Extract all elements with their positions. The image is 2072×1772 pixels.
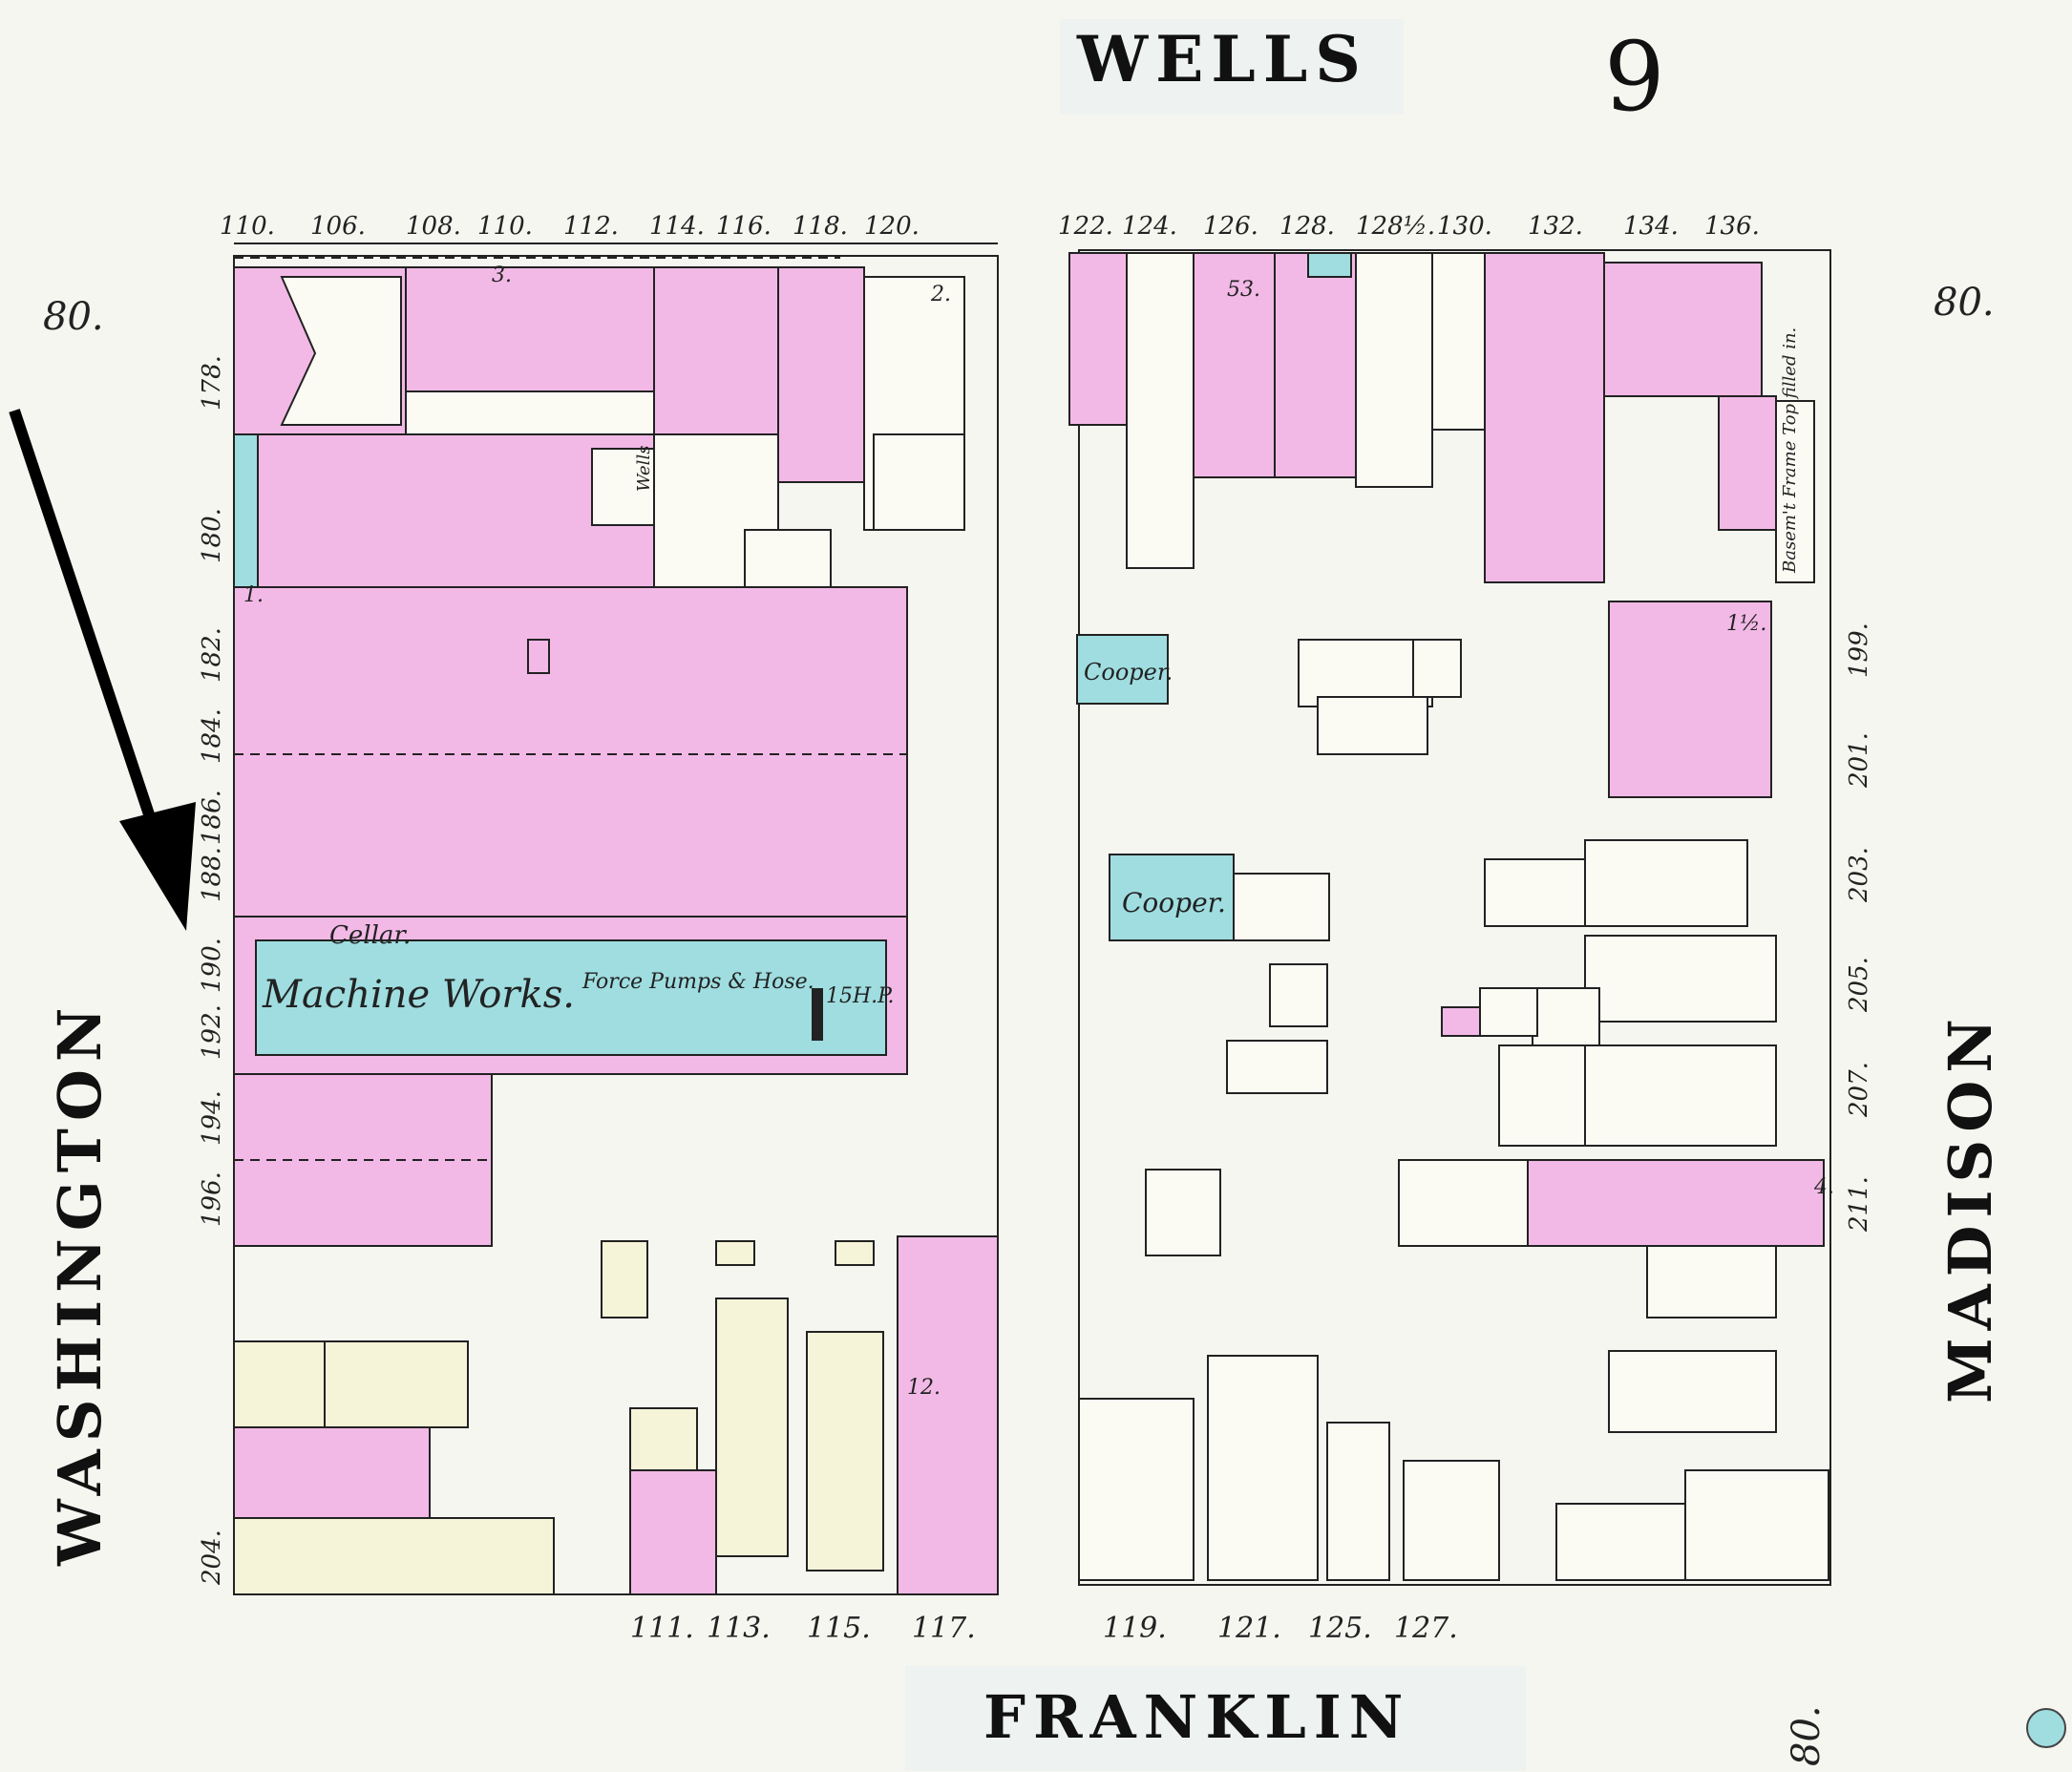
label-force-pumps: Force Pumps & Hose. — [581, 970, 814, 994]
right-addr-3: 205. — [1845, 957, 1873, 1013]
arrow-annotation — [9, 409, 196, 931]
marker-circle-icon — [2026, 1708, 2066, 1748]
top-addr-17: 136. — [1704, 212, 1760, 241]
left-addr-10: 204. — [198, 1529, 226, 1586]
street-width-right: 80. — [1934, 281, 1995, 325]
label-wells-note: Wells — [634, 446, 654, 492]
top-addr-5: 114. — [649, 212, 705, 241]
left-block: Cellar. Machine Works. Force Pumps & Hos… — [233, 243, 999, 1595]
story-mark: 3. — [492, 264, 512, 287]
right-addr-1: 201. — [1845, 732, 1873, 789]
franklin-label-bg — [905, 1666, 1526, 1771]
boiler-icon — [812, 988, 823, 1041]
top-addr-1: 106. — [310, 212, 366, 241]
label-machine-works: Machine Works. — [262, 973, 575, 1017]
left-address-numbers: 178. 180. 182. 184. 186. 188. 190. 192. … — [198, 355, 226, 1586]
label-cooper-1: Cooper. — [1084, 659, 1173, 686]
story-marks: 1. 2. 3. 4. 53. 1½. 12. — [243, 264, 1834, 1400]
story-mark: 12. — [907, 1376, 941, 1400]
left-addr-4: 186. — [198, 790, 226, 845]
street-madison: MADISON — [1935, 1011, 2005, 1403]
wells-label-bg — [1060, 19, 1404, 115]
left-addr-2: 182. — [198, 627, 226, 683]
story-mark: 1. — [243, 583, 264, 607]
label-basement-note: Basem't Frame Top filled in. — [1780, 327, 1800, 574]
top-addr-11: 126. — [1203, 212, 1258, 241]
story-mark: 4. — [1813, 1175, 1834, 1199]
bottom-addr-2: 115. — [807, 1612, 871, 1645]
bottom-addr-4: 119. — [1103, 1612, 1167, 1645]
top-addr-13: 128½. — [1356, 212, 1435, 241]
sheet-number: 9 — [1604, 21, 1665, 133]
bottom-address-numbers: 111. 113. 115. 117. 119. 121. 125. 127. — [630, 1612, 1458, 1645]
left-addr-5: 188. — [198, 847, 226, 902]
label-horsepower: 15H.P. — [826, 984, 895, 1008]
street-franklin: FRANKLIN — [983, 1682, 1410, 1752]
right-addr-2: 203. — [1845, 847, 1873, 903]
left-addr-7: 192. — [198, 1004, 226, 1060]
left-addr-0: 178. — [198, 355, 226, 411]
right-addr-4: 207. — [1845, 1062, 1873, 1118]
street-wells: WELLS — [1076, 22, 1368, 96]
bottom-addr-0: 111. — [630, 1612, 694, 1645]
left-addr-1: 180. — [198, 508, 226, 563]
left-addr-8: 194. — [198, 1090, 226, 1146]
top-addr-4: 112. — [563, 212, 619, 241]
bottom-addr-1: 113. — [707, 1612, 771, 1645]
top-addr-0: 110. — [220, 212, 275, 241]
right-addr-5: 211. — [1845, 1176, 1873, 1233]
bottom-addr-6: 125. — [1308, 1612, 1372, 1645]
story-mark: 53. — [1227, 278, 1260, 302]
top-addr-6: 116. — [716, 212, 772, 241]
street-washington: WASHINGTON — [45, 1000, 115, 1567]
bottom-addr-3: 117. — [912, 1612, 976, 1645]
right-address-numbers: 199. 201. 203. 205. 207. 211. — [1845, 622, 1873, 1233]
top-addr-12: 128. — [1279, 212, 1335, 241]
top-addr-7: 118. — [793, 212, 848, 241]
street-width-bottom: 80. — [1785, 1705, 1829, 1766]
top-addr-8: 120. — [864, 212, 920, 241]
top-addr-10: 124. — [1122, 212, 1177, 241]
top-addr-14: 130. — [1437, 212, 1492, 241]
left-addr-6: 190. — [198, 938, 226, 993]
street-width-left: 80. — [43, 295, 104, 339]
right-addr-0: 199. — [1845, 622, 1873, 678]
left-addr-9: 196. — [198, 1171, 226, 1227]
story-mark: 2. — [930, 283, 951, 306]
label-cooper-2: Cooper. — [1122, 887, 1226, 918]
top-addr-3: 110. — [477, 212, 533, 241]
top-addr-2: 108. — [406, 212, 461, 241]
top-addr-15: 132. — [1528, 212, 1583, 241]
left-addr-3: 184. — [198, 708, 226, 764]
bottom-addr-7: 127. — [1394, 1612, 1458, 1645]
top-addr-16: 134. — [1623, 212, 1679, 241]
label-cellar: Cellar. — [329, 921, 411, 950]
story-mark: 1½. — [1726, 612, 1766, 636]
right-block: Basem't Frame Top filled in. Cooper. Coo… — [1068, 249, 1831, 1586]
bottom-addr-5: 121. — [1217, 1612, 1281, 1645]
top-address-numbers: 110. 106. 108. 110. 112. 114. 116. 118. … — [220, 212, 1760, 241]
top-addr-9: 122. — [1058, 212, 1113, 241]
